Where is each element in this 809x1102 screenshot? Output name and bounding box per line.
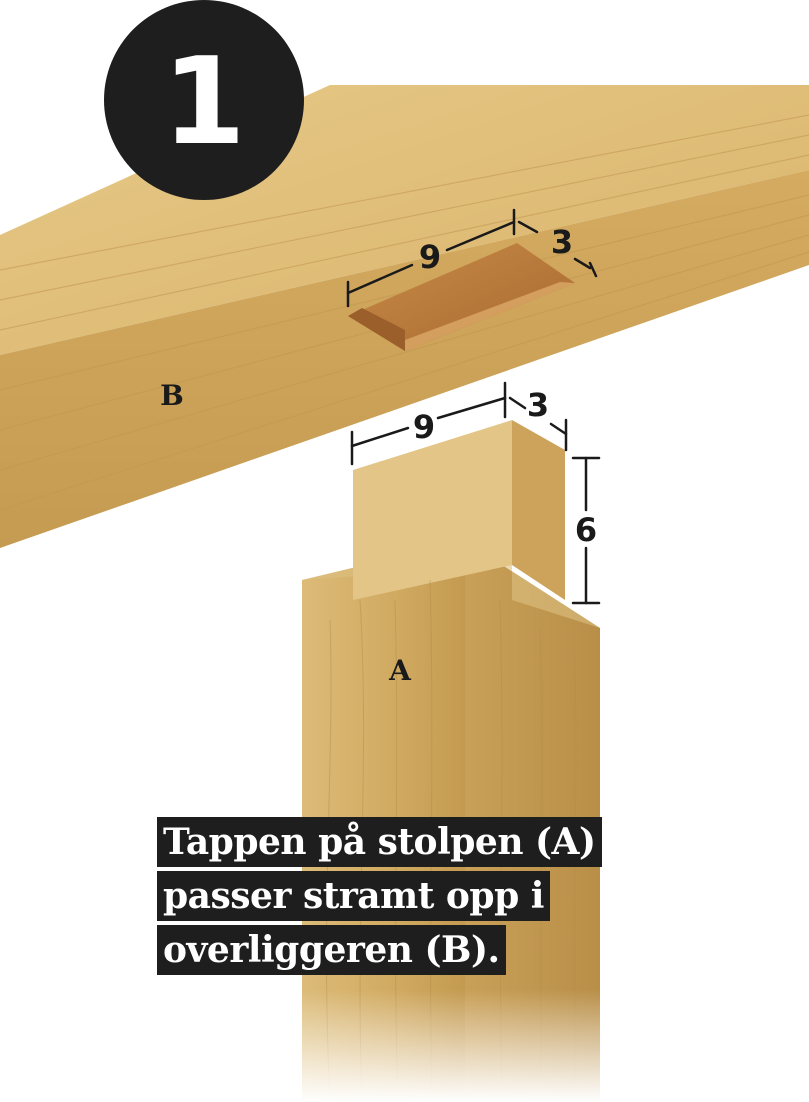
caption-line-2: passer stramt opp i [157,871,550,921]
dim-tenon-width: 3 [527,386,549,424]
post-a [290,420,610,1102]
dimension-lines [346,208,601,605]
step-badge: 1 [104,0,304,200]
caption: Tappen på stolpen (A) passer stramt opp … [157,817,617,979]
caption-line-1: Tappen på stolpen (A) [157,817,602,867]
beam-grain [0,114,809,511]
step-number: 1 [162,33,246,172]
dim-tenon-height: 6 [575,511,597,549]
label-post-a: A [388,654,412,687]
caption-line-3: overliggeren (B). [157,925,506,975]
dim-tenon-length: 9 [413,408,435,446]
mortise [348,243,575,351]
beam-side-face [0,170,809,548]
dim-mortise-length: 9 [419,238,441,276]
label-beam-b: B [160,379,184,412]
dim-mortise-width: 3 [551,223,573,261]
